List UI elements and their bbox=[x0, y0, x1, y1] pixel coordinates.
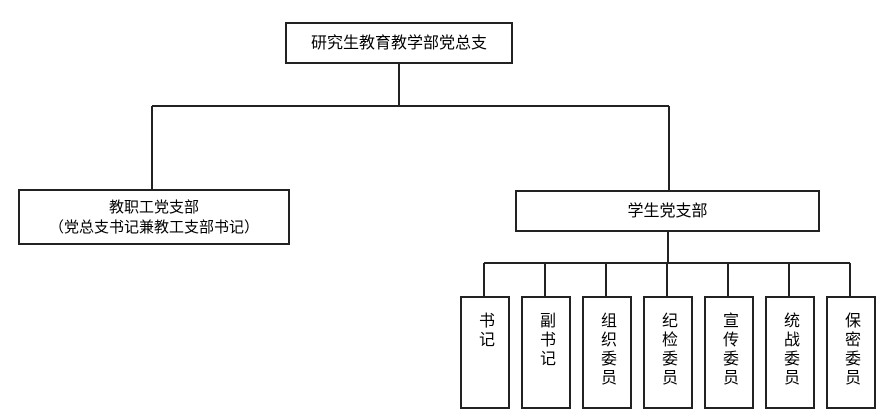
node-position-united-front-member: 统战委员 bbox=[765, 296, 815, 409]
node-position-deputy-secretary: 副书记 bbox=[521, 296, 571, 409]
node-student-branch: 学生党支部 bbox=[515, 190, 820, 232]
node-position-publicity-member: 宣传委员 bbox=[704, 296, 754, 409]
node-position-confidentiality-member: 保密委员 bbox=[826, 296, 876, 409]
node-position-secretary: 书记 bbox=[460, 296, 510, 409]
node-faculty-branch: 教职工党支部 （党总支书记兼教工支部书记） bbox=[18, 189, 290, 245]
node-root-label: 研究生教育教学部党总支 bbox=[310, 33, 487, 53]
node-position-discipline-member-label: 纪检委员 bbox=[659, 312, 678, 388]
node-position-publicity-member-label: 宣传委员 bbox=[720, 312, 739, 388]
node-position-organization-member-label: 组织委员 bbox=[598, 312, 617, 388]
node-student-branch-label: 学生党支部 bbox=[627, 201, 708, 221]
node-position-secretary-label: 书记 bbox=[476, 312, 495, 350]
node-faculty-branch-label: 教职工党支部 （党总支书记兼教工支部书记） bbox=[48, 197, 259, 236]
node-position-deputy-secretary-label: 副书记 bbox=[537, 312, 556, 369]
node-position-confidentiality-member-label: 保密委员 bbox=[842, 312, 861, 388]
node-position-discipline-member: 纪检委员 bbox=[643, 296, 693, 409]
node-position-united-front-member-label: 统战委员 bbox=[781, 312, 800, 388]
node-position-organization-member: 组织委员 bbox=[582, 296, 632, 409]
node-root: 研究生教育教学部党总支 bbox=[285, 22, 513, 64]
